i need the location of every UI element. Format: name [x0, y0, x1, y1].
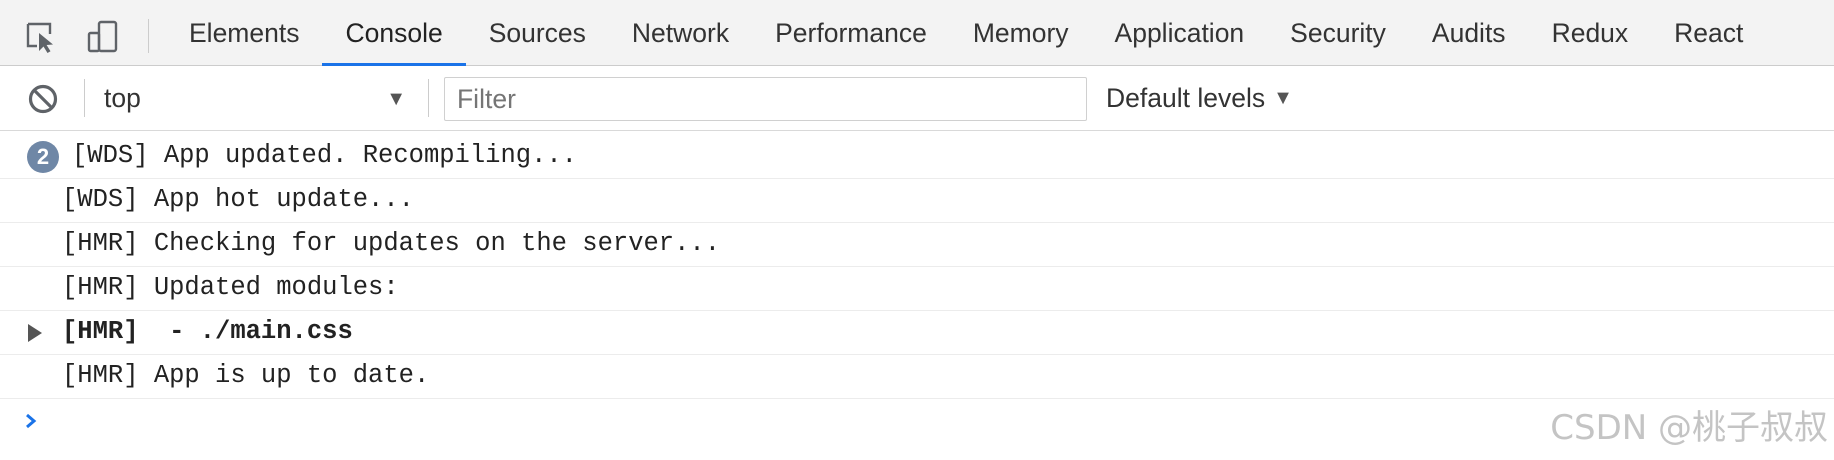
device-toolbar-icon[interactable]	[86, 20, 120, 54]
watermark: CSDN @桃子叔叔	[1550, 408, 1828, 448]
tab-network[interactable]: Network	[631, 17, 730, 48]
console-message-text: [WDS] App hot update...	[62, 185, 414, 214]
inspect-element-icon[interactable]	[24, 20, 58, 54]
tab-application[interactable]: Application	[1114, 17, 1245, 48]
devtools-tab-bar: Elements Console Sources Network Perform…	[0, 0, 1834, 66]
console-message-text: [WDS] App updated. Recompiling...	[72, 141, 577, 170]
context-selector[interactable]: top ▼	[104, 78, 414, 118]
tab-performance[interactable]: Performance	[775, 17, 927, 48]
repeat-count-badge: 2	[27, 141, 59, 173]
console-message: [HMR] Checking for updates on the server…	[0, 223, 1834, 267]
console-message: [HMR] App is up to date.	[0, 355, 1834, 399]
expand-triangle-icon[interactable]	[28, 324, 42, 342]
dropdown-arrow-icon: ▼	[386, 88, 406, 110]
tab-audits[interactable]: Audits	[1431, 17, 1506, 48]
console-message-text: [HMR] Checking for updates on the server…	[62, 229, 721, 258]
console-messages: 2 [WDS] App updated. Recompiling... [WDS…	[0, 135, 1834, 451]
tab-divider	[148, 19, 149, 53]
tab-memory[interactable]: Memory	[972, 17, 1069, 48]
log-levels-label: Default levels	[1106, 82, 1266, 113]
context-value: top	[104, 82, 141, 113]
log-levels-dropdown[interactable]: Default levels ▼	[1106, 78, 1293, 118]
tab-sources[interactable]: Sources	[488, 17, 586, 48]
tab-elements[interactable]: Elements	[189, 17, 300, 48]
toolbar-divider	[84, 79, 85, 117]
console-message: [WDS] App hot update...	[0, 179, 1834, 223]
tab-react[interactable]: React	[1674, 17, 1744, 48]
filter-input[interactable]	[444, 77, 1087, 121]
tab-redux[interactable]: Redux	[1551, 17, 1629, 48]
dropdown-arrow-icon: ▼	[1273, 86, 1293, 109]
console-prompt-icon	[23, 409, 39, 438]
console-message-text: [HMR] Updated modules:	[62, 273, 399, 302]
clear-console-icon[interactable]	[26, 82, 60, 116]
console-message: 2 [WDS] App updated. Recompiling...	[0, 135, 1834, 179]
toolbar-divider	[428, 79, 429, 117]
console-prompt[interactable]	[0, 399, 1834, 451]
console-toolbar: top ▼ Default levels ▼	[0, 66, 1834, 131]
tab-console[interactable]: Console	[322, 0, 466, 66]
console-message-text: [HMR] App is up to date.	[62, 361, 430, 390]
panel-tabs: Elements Console Sources Network Perform…	[166, 0, 1766, 66]
console-message-text: [HMR] - ./main.css	[62, 317, 353, 346]
tab-security[interactable]: Security	[1290, 17, 1386, 48]
console-message-group[interactable]: [HMR] - ./main.css	[0, 311, 1834, 355]
console-message: [HMR] Updated modules:	[0, 267, 1834, 311]
